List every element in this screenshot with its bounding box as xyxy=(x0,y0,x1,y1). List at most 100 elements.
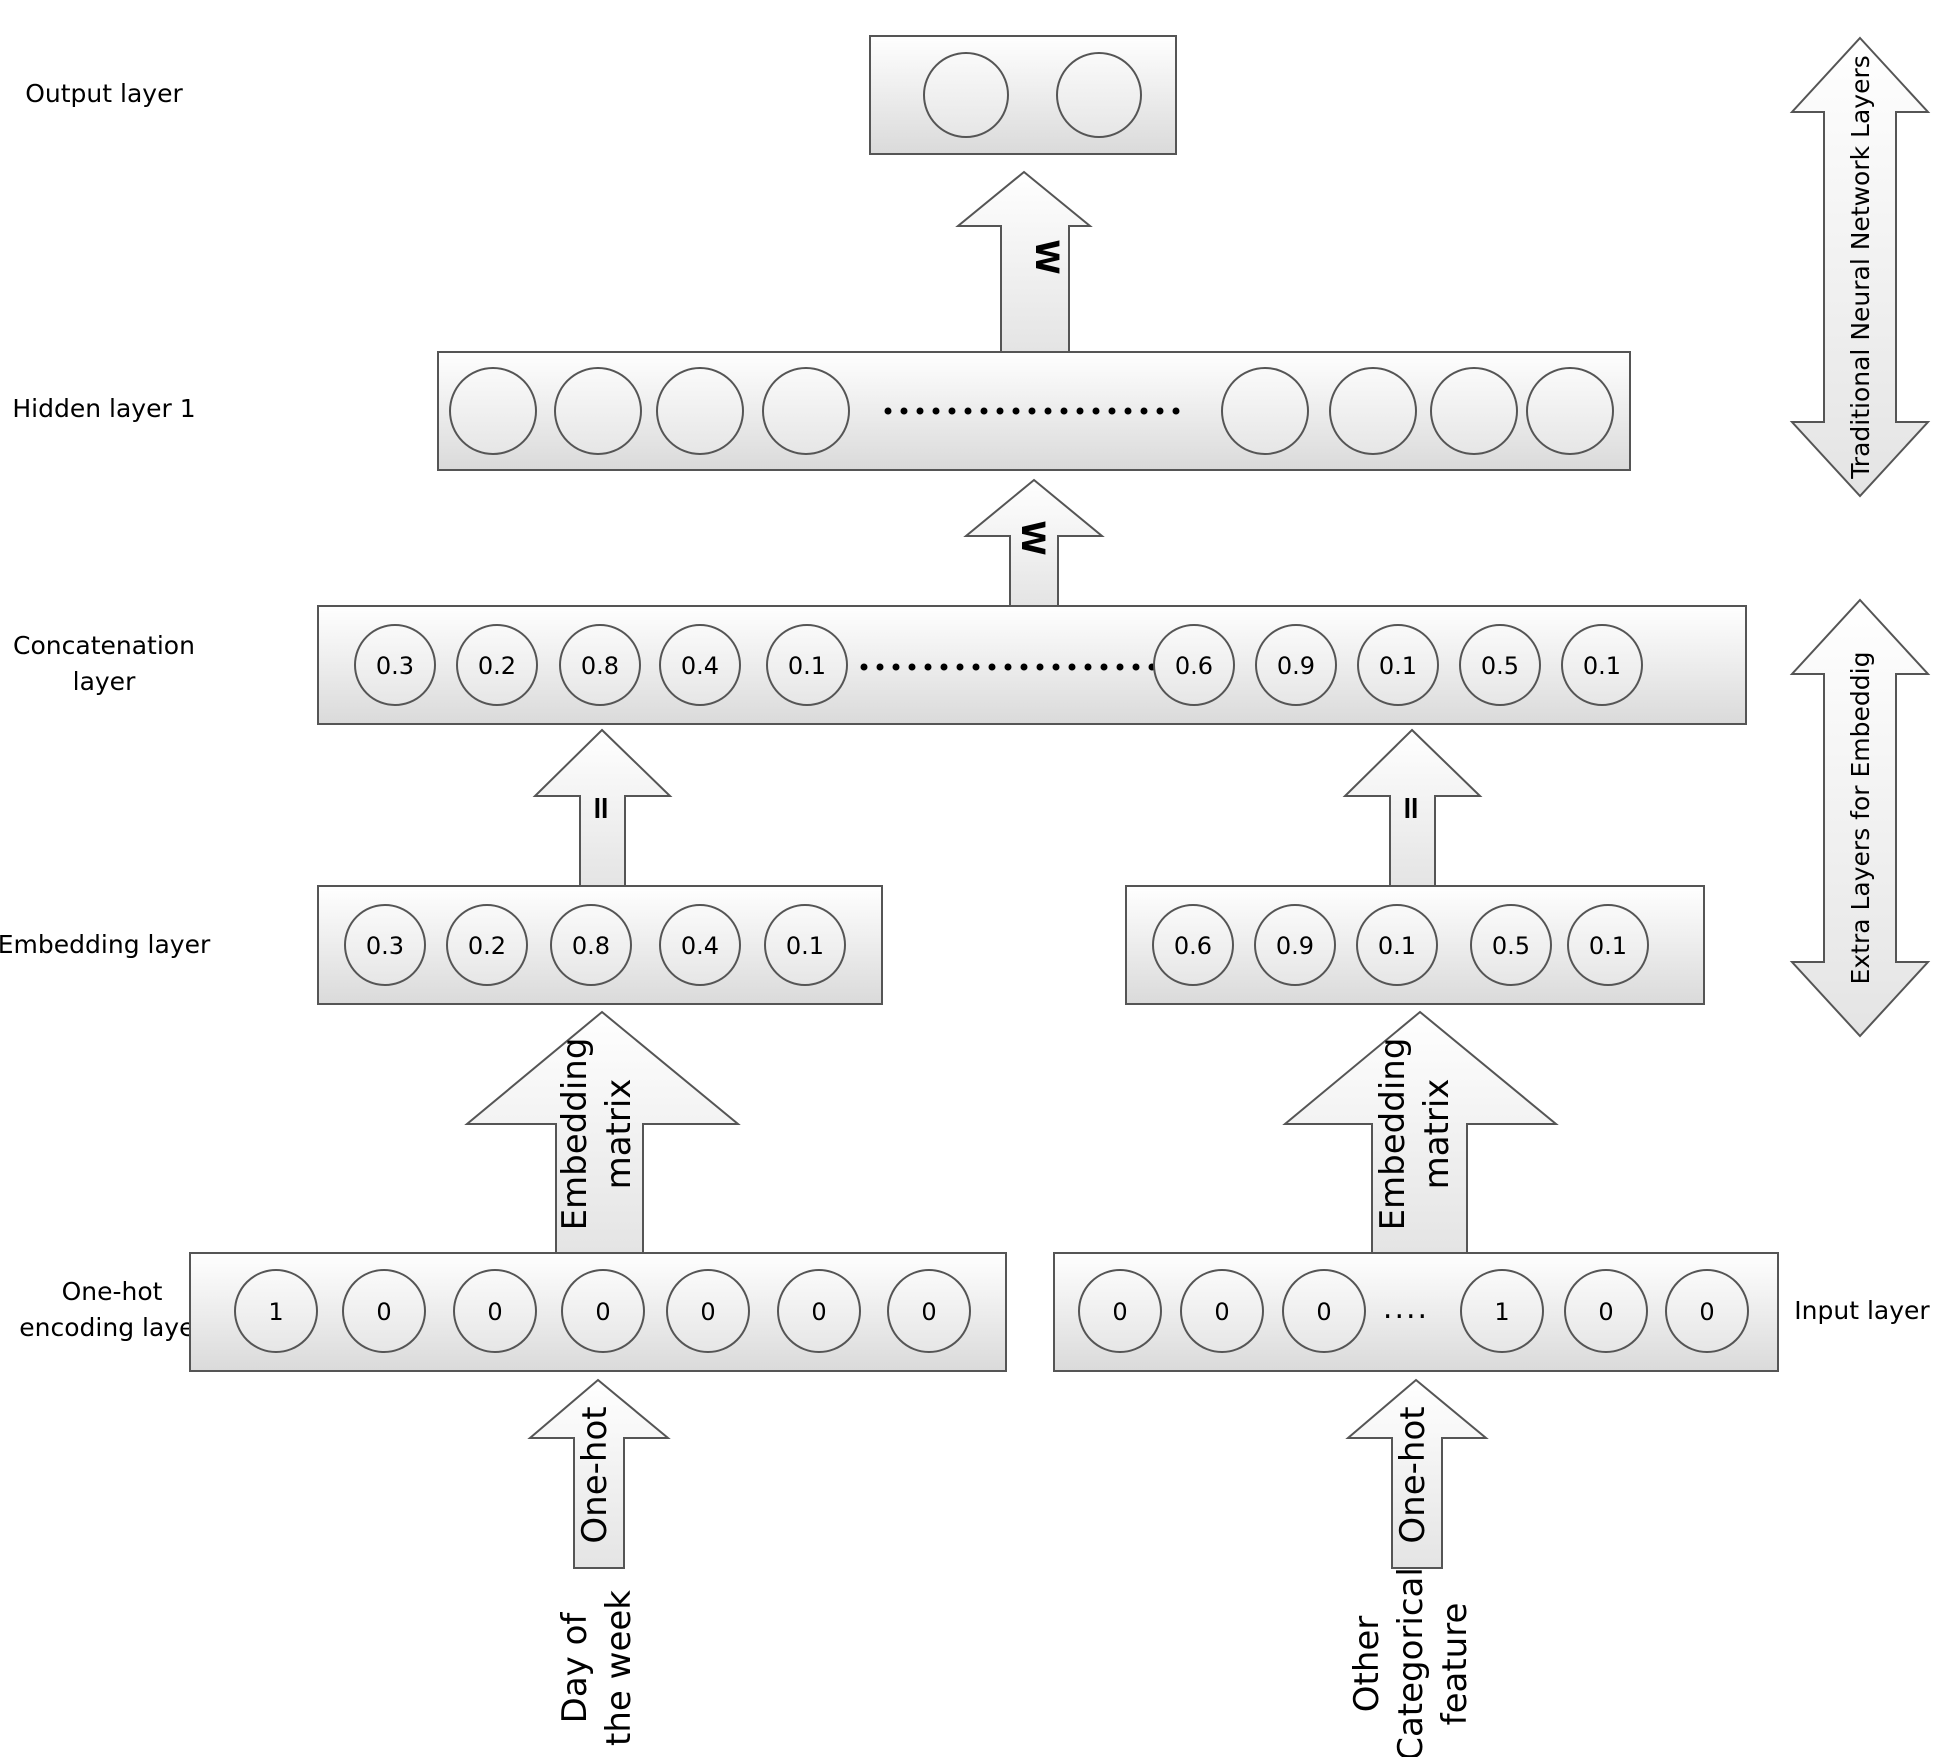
input-layer-label: Input layer xyxy=(1794,1296,1930,1325)
embed-node-value: 0.1 xyxy=(1378,932,1416,960)
output-node xyxy=(1056,52,1142,138)
hidden-ellipsis xyxy=(884,407,1180,415)
onehot-node xyxy=(1665,1269,1749,1353)
concat-node-value: 0.9 xyxy=(1277,652,1315,680)
embed-node xyxy=(1567,904,1649,986)
onehot-node xyxy=(1078,1269,1162,1353)
onehot-node xyxy=(1564,1269,1648,1353)
onehot-layer-label-line2: encoding layer xyxy=(19,1313,205,1342)
onehot-node xyxy=(453,1269,537,1353)
embed-node-value: 0.8 xyxy=(572,932,610,960)
onehot-node xyxy=(342,1269,426,1353)
embedding-layer-label: Embedding layer xyxy=(0,930,211,959)
equals-arrow-right: = xyxy=(1342,728,1483,887)
output-node xyxy=(923,52,1009,138)
onehot-ellipsis: .... xyxy=(1383,1291,1429,1326)
day-of-week-label-line1: Day of xyxy=(555,1612,595,1724)
onehot-arrow-left: One-hot xyxy=(527,1378,671,1569)
extra-layers-label: Extra Layers for Embeddig xyxy=(1846,652,1875,985)
traditional-layers-label: Traditional Neural Network Layers xyxy=(1846,55,1875,480)
concat-node-value: 0.5 xyxy=(1481,652,1519,680)
onehot-node xyxy=(1282,1269,1366,1353)
embedding-matrix-arrow-right: Embedding matrix xyxy=(1282,1010,1559,1254)
embed-node-value: 0.2 xyxy=(468,932,506,960)
embed-node xyxy=(1356,904,1438,986)
concat-node xyxy=(1561,624,1643,706)
hidden-layer-label: Hidden layer 1 xyxy=(12,394,195,423)
onehot-node-value: 1 xyxy=(268,1298,283,1326)
concat-node-value: 0.4 xyxy=(681,652,719,680)
hidden-node xyxy=(1430,367,1518,455)
hidden-right-nodes xyxy=(1221,367,1614,455)
concat-node-value: 0.3 xyxy=(376,652,414,680)
equals-arrow-left: = xyxy=(532,728,673,887)
output-layer-label: Output layer xyxy=(25,79,183,108)
day-of-week-label-line2: the week xyxy=(599,1590,639,1746)
embedding-layer-right: 0.6 0.9 0.1 0.5 0.1 xyxy=(1125,885,1705,1005)
onehot-node-value: 0 xyxy=(811,1298,826,1326)
onehot-node xyxy=(234,1269,318,1353)
onehot-node-value: 1 xyxy=(1494,1298,1509,1326)
concatenation-layer-label-line2: layer xyxy=(73,667,136,696)
embed-node xyxy=(344,904,426,986)
concat-node xyxy=(1357,624,1439,706)
onehot-node-value: 0 xyxy=(700,1298,715,1326)
embed-node-value: 0.5 xyxy=(1492,932,1530,960)
embed-node xyxy=(1470,904,1552,986)
embedding-matrix-arrow-left: Embedding matrix xyxy=(464,1010,741,1254)
onehot-node xyxy=(666,1269,750,1353)
hidden-node xyxy=(1526,367,1614,455)
concat-node xyxy=(456,624,538,706)
embed-node xyxy=(1254,904,1336,986)
embed-node xyxy=(1152,904,1234,986)
hidden-node xyxy=(762,367,850,455)
concat-node-value: 0.1 xyxy=(1583,652,1621,680)
onehot-node xyxy=(1460,1269,1544,1353)
extra-layers-double-arrow: Extra Layers for Embeddig xyxy=(1789,598,1931,1038)
equals-arrow-label: = xyxy=(1393,795,1431,822)
embed-node-value: 0.4 xyxy=(681,932,719,960)
other-feature-label-line3: feature xyxy=(1435,1603,1475,1726)
embed-node-value: 0.1 xyxy=(1589,932,1627,960)
onehot-node-value: 0 xyxy=(1699,1298,1714,1326)
onehot-node-value: 0 xyxy=(1112,1298,1127,1326)
concatenation-layer-label-line1: Concatenation xyxy=(13,631,195,660)
onehot-node xyxy=(777,1269,861,1353)
concat-node xyxy=(1153,624,1235,706)
embed-right-nodes: 0.6 0.9 0.1 0.5 0.1 xyxy=(1152,904,1649,986)
onehot-node-value: 0 xyxy=(595,1298,610,1326)
concat-node-value: 0.1 xyxy=(788,652,826,680)
embed-node xyxy=(659,904,741,986)
output-layer xyxy=(869,35,1177,155)
onehot-right-box xyxy=(1053,1252,1779,1372)
w-arrow-label: W xyxy=(1028,239,1066,274)
onehot-node-value: 0 xyxy=(921,1298,936,1326)
w-arrow-concat-to-hidden: W xyxy=(963,478,1105,607)
onehot-node-value: 0 xyxy=(1316,1298,1331,1326)
hidden-node xyxy=(554,367,642,455)
equals-arrow-label: = xyxy=(583,795,621,822)
concat-node-value: 0.2 xyxy=(478,652,516,680)
embed-node-value: 0.3 xyxy=(366,932,404,960)
hidden-node xyxy=(1221,367,1309,455)
embed-node-value: 0.9 xyxy=(1276,932,1314,960)
onehot-arrow-label: One-hot xyxy=(1393,1406,1433,1543)
embed-node-value: 0.6 xyxy=(1174,932,1212,960)
onehot-node xyxy=(1180,1269,1264,1353)
hidden-layer xyxy=(437,351,1631,471)
onehot-node-value: 0 xyxy=(1598,1298,1613,1326)
onehot-node-value: 0 xyxy=(376,1298,391,1326)
hidden-node xyxy=(449,367,537,455)
concat-node xyxy=(1459,624,1541,706)
hidden-node xyxy=(1329,367,1417,455)
concat-node xyxy=(766,624,848,706)
hidden-node xyxy=(656,367,744,455)
onehot-layer-label-line1: One-hot xyxy=(62,1277,163,1306)
w-arrow-hidden-to-output: W xyxy=(955,170,1093,353)
